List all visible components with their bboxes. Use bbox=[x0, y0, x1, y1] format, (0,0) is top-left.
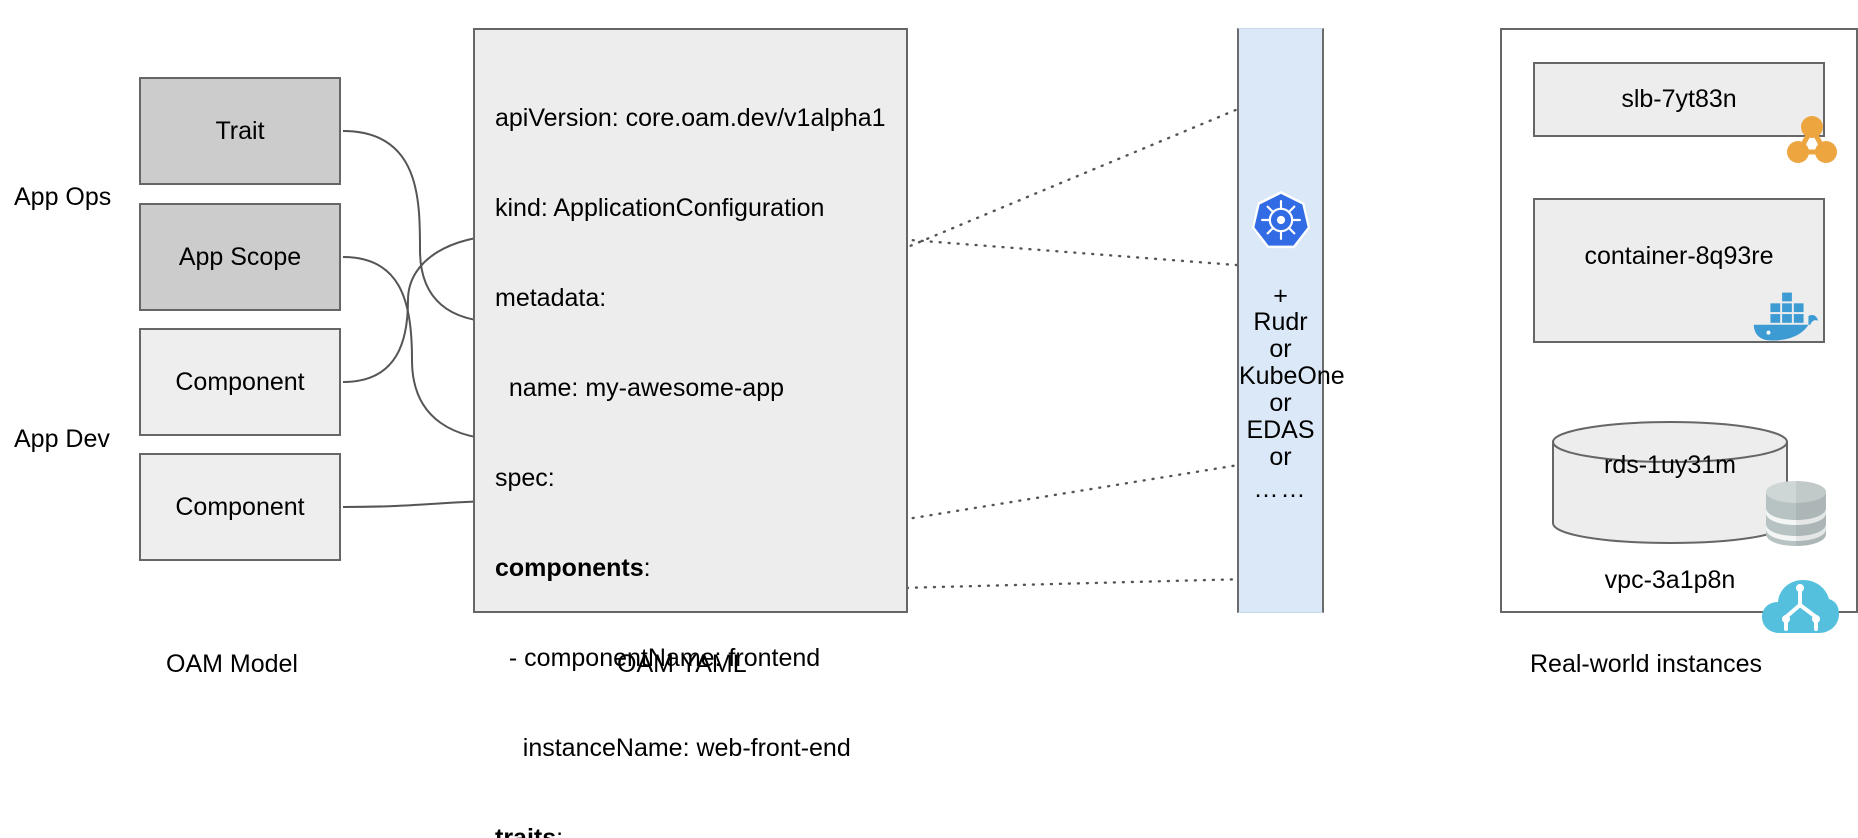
yaml-line-2: metadata: bbox=[495, 284, 607, 312]
model-box-trait-label: Trait bbox=[215, 116, 265, 145]
yaml-text-block: apiVersion: core.oam.dev/v1alpha1 kind: … bbox=[495, 43, 886, 838]
caption-real-world: Real-world instances bbox=[1530, 650, 1763, 678]
real-world-frame bbox=[1500, 28, 1858, 613]
platform-line-ellipsis: …… bbox=[1253, 475, 1308, 503]
platform-line-rudr: Rudr bbox=[1253, 308, 1308, 336]
platform-line-plus: + bbox=[1273, 282, 1288, 310]
model-box-component-2-label: Component bbox=[175, 492, 305, 521]
instance-label-container: container-8q93re bbox=[1584, 242, 1774, 270]
platform-line-or-3: or bbox=[1269, 443, 1292, 471]
caption-oam-yaml: OAM YAML bbox=[617, 650, 747, 678]
platform-line-or-2: or bbox=[1269, 389, 1292, 417]
instance-label-rds: rds-1uy31m bbox=[1604, 450, 1736, 479]
docker-whale-icon bbox=[1748, 288, 1826, 344]
platform-strip: + Rudr or KubeOne or EDAS or …… bbox=[1237, 28, 1345, 613]
instance-label-vpc-wrap[interactable]: vpc-3a1p8n bbox=[1551, 556, 1789, 604]
model-box-component-1-label: Component bbox=[175, 367, 305, 396]
yaml-colon-components: : bbox=[643, 554, 651, 582]
slb-icon bbox=[1782, 108, 1842, 168]
yaml-key-traits: traits bbox=[495, 824, 557, 838]
yaml-line-3: name: my-awesome-app bbox=[495, 374, 785, 402]
role-label-app-ops: App Ops bbox=[14, 183, 112, 211]
instance-label-slb: slb-7yt83n bbox=[1621, 85, 1737, 113]
caption-oam-model: OAM Model bbox=[166, 650, 298, 678]
model-box-trait[interactable]: Trait bbox=[139, 77, 341, 185]
platform-line-or-1: or bbox=[1269, 335, 1292, 363]
yaml-line-1: kind: ApplicationConfiguration bbox=[495, 194, 825, 222]
yaml-key-components: components bbox=[495, 554, 644, 582]
yaml-line-7: instanceName: web-front-end bbox=[495, 734, 851, 762]
yaml-line-5-components: components: bbox=[495, 553, 886, 583]
database-stack-icon bbox=[1760, 478, 1832, 550]
vpc-cloud-icon bbox=[1760, 575, 1840, 637]
model-box-app-scope[interactable]: App Scope bbox=[139, 203, 341, 311]
yaml-colon-traits: : bbox=[556, 824, 564, 838]
platform-line-edas: EDAS bbox=[1246, 416, 1315, 444]
instance-box-slb[interactable]: slb-7yt83n bbox=[1533, 62, 1825, 137]
model-box-component-2[interactable]: Component bbox=[139, 453, 341, 561]
role-label-app-dev: App Dev bbox=[14, 425, 110, 453]
instance-label-vpc: vpc-3a1p8n bbox=[1604, 565, 1736, 594]
yaml-line-6: - componentName: frontend bbox=[495, 644, 821, 672]
yaml-line-8-traits: traits: bbox=[495, 823, 886, 838]
yaml-line-4: spec: bbox=[495, 464, 555, 492]
platform-line-kubeone: KubeOne bbox=[1239, 362, 1345, 390]
yaml-line-0: apiVersion: core.oam.dev/v1alpha1 bbox=[495, 104, 886, 132]
instance-shape-rds[interactable] bbox=[1551, 420, 1789, 545]
model-box-app-scope-label: App Scope bbox=[178, 242, 302, 271]
model-box-component-1[interactable]: Component bbox=[139, 328, 341, 436]
kubernetes-logo-icon bbox=[1250, 189, 1312, 251]
instance-label-rds-wrap: rds-1uy31m bbox=[1551, 440, 1789, 490]
yaml-panel: apiVersion: core.oam.dev/v1alpha1 kind: … bbox=[473, 28, 908, 838]
